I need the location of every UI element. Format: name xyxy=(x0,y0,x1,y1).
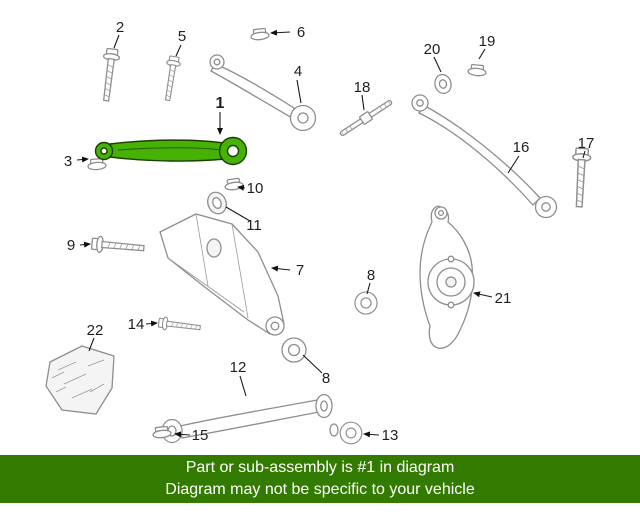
part-nut-10 xyxy=(223,177,245,192)
callout-21: 21 xyxy=(495,290,512,307)
part-seal-11 xyxy=(207,191,227,215)
callout-11: 11 xyxy=(246,217,262,234)
callout-8-upper: 8 xyxy=(367,267,375,284)
part-bolt-5 xyxy=(160,55,182,102)
callout-14: 14 xyxy=(128,316,145,333)
callout-7: 7 xyxy=(296,262,304,279)
callout-2: 2 xyxy=(116,19,124,36)
banner-part-note: Part or sub-assembly is #1 in diagram xyxy=(185,459,455,476)
part-lower-arm-12 xyxy=(161,393,333,444)
part-heat-shield-22 xyxy=(45,345,115,415)
callout-4: 4 xyxy=(294,63,302,80)
callout-5: 5 xyxy=(178,28,186,45)
callout-22: 22 xyxy=(87,322,104,339)
callout-1: 1 xyxy=(216,95,225,112)
part-bushing-13 xyxy=(329,421,363,445)
info-banner: Part or sub-assembly is #1 in diagram Di… xyxy=(0,455,640,503)
callout-12: 12 xyxy=(230,359,247,376)
callout-3: 3 xyxy=(64,153,72,170)
part-trailing-arm-7 xyxy=(159,213,285,336)
part-knuckle-21 xyxy=(419,205,475,349)
callout-17: 17 xyxy=(578,135,595,152)
part-bolt-2 xyxy=(97,47,122,103)
part-nut-19 xyxy=(467,63,488,78)
highlighted-control-arm xyxy=(94,136,248,166)
diagram-canvas: 1 2 3 4 5 6 7 8 8 9 10 11 12 13 14 15 16… xyxy=(45,19,595,445)
part-bushing-8-lower xyxy=(281,337,307,363)
part-bolt-17 xyxy=(569,147,592,208)
callout-13: 13 xyxy=(382,427,399,444)
callout-18: 18 xyxy=(354,79,371,96)
callout-16: 16 xyxy=(513,139,530,156)
part-washer-20 xyxy=(434,73,452,95)
part-lateral-arm-16 xyxy=(411,94,558,219)
part-stud-18 xyxy=(339,99,393,137)
part-upper-arm-4 xyxy=(209,54,317,132)
callout-labels: 1 2 3 4 5 6 7 8 8 9 10 11 12 13 14 15 16… xyxy=(64,19,595,444)
callout-6: 6 xyxy=(297,24,305,41)
part-bolt-14 xyxy=(157,315,202,335)
banner-vehicle-note: Diagram may not be specific to your vehi… xyxy=(165,481,475,498)
part-bushing-8-upper xyxy=(354,291,378,315)
part-bolt-9 xyxy=(90,235,146,257)
callout-15: 15 xyxy=(192,427,209,444)
part-nut-6 xyxy=(249,27,270,42)
callout-10: 10 xyxy=(247,180,264,197)
leader-lines xyxy=(76,29,586,438)
callout-8-lower: 8 xyxy=(322,370,330,387)
callout-19: 19 xyxy=(479,33,496,50)
callout-9: 9 xyxy=(67,237,75,254)
callout-20: 20 xyxy=(424,41,441,58)
